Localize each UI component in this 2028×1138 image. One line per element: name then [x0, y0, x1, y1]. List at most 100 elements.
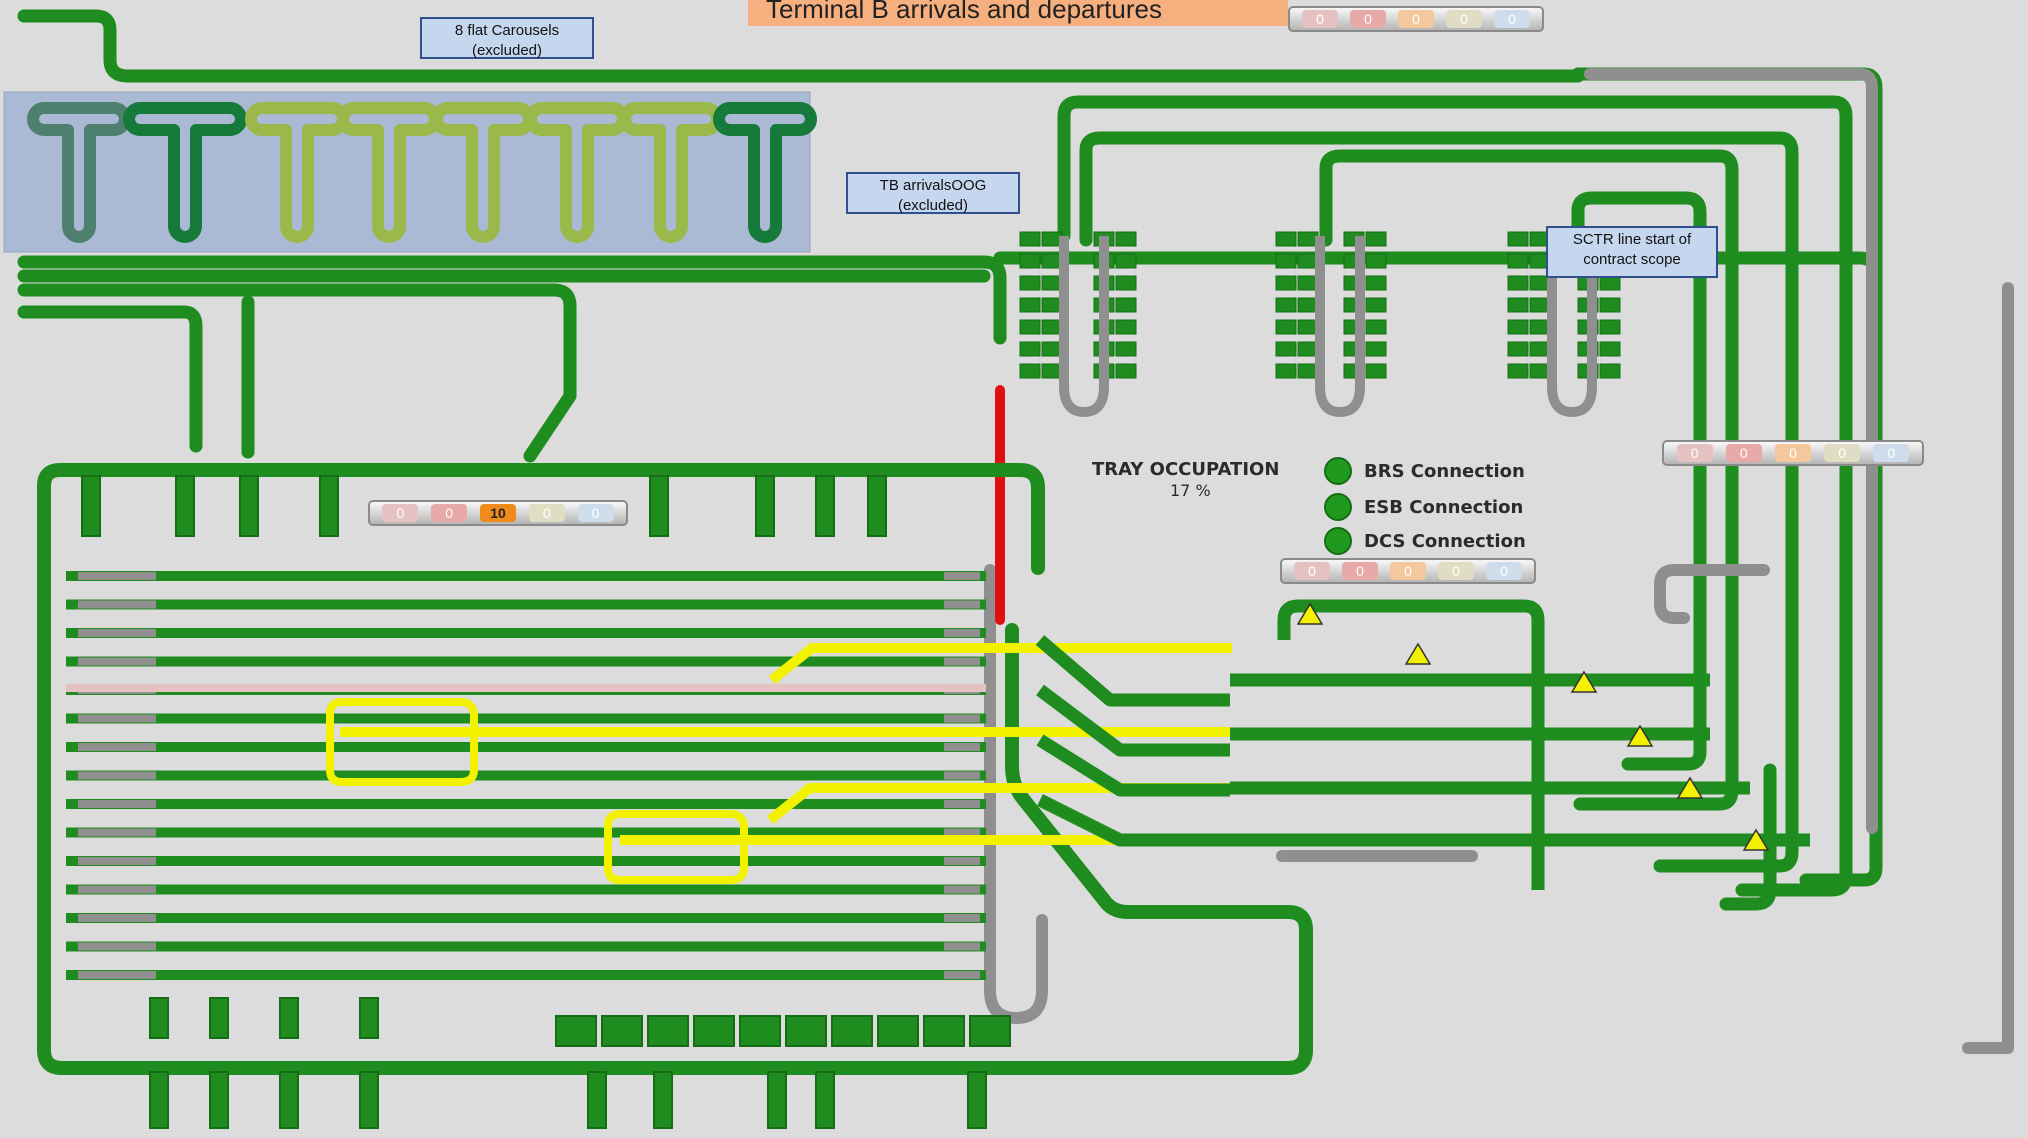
conveyor[interactable]	[1036, 734, 1230, 797]
conveyor[interactable]	[1319, 149, 1739, 811]
conveyor[interactable]	[1057, 95, 1853, 897]
loop-conveyor[interactable]	[604, 810, 748, 884]
conveyor[interactable]	[1079, 131, 1799, 873]
buffer-bay[interactable]	[923, 1015, 965, 1047]
chute[interactable]	[149, 1071, 169, 1129]
makeup-position[interactable]	[1507, 275, 1529, 291]
sorter-lane[interactable]	[66, 884, 986, 895]
sorter-lane[interactable]	[66, 799, 986, 809]
chute[interactable]	[815, 1071, 835, 1129]
conveyor[interactable]	[1571, 191, 1707, 771]
makeup-position[interactable]	[1507, 341, 1529, 357]
loop-conveyor[interactable]	[326, 698, 478, 786]
buffer-bay[interactable]	[601, 1015, 643, 1047]
makeup-position[interactable]	[1599, 319, 1621, 335]
makeup-position[interactable]	[1115, 341, 1137, 357]
makeup-position[interactable]	[1115, 253, 1137, 269]
conveyor[interactable]	[1962, 282, 2014, 1054]
chute[interactable]	[359, 1071, 379, 1129]
sorter-lane[interactable]	[66, 970, 986, 980]
buffer-bay[interactable]	[739, 1015, 781, 1047]
active-conveyor[interactable]	[768, 643, 1232, 684]
carousel[interactable]	[713, 102, 817, 243]
buffer-bay[interactable]	[647, 1015, 689, 1047]
makeup-position[interactable]	[1275, 319, 1297, 335]
chute[interactable]	[149, 997, 169, 1039]
makeup-position[interactable]	[1365, 319, 1387, 335]
chute[interactable]	[587, 1071, 607, 1129]
chute[interactable]	[209, 997, 229, 1039]
makeup-position[interactable]	[1019, 231, 1041, 247]
chute[interactable]	[867, 475, 887, 537]
chute[interactable]	[209, 1071, 229, 1129]
makeup-position[interactable]	[1507, 297, 1529, 313]
sorter-lane[interactable]	[66, 770, 986, 781]
makeup-position[interactable]	[1275, 363, 1297, 379]
makeup-position[interactable]	[1599, 341, 1621, 357]
makeup-position[interactable]	[1365, 341, 1387, 357]
makeup-position[interactable]	[1365, 231, 1387, 247]
conveyor[interactable]	[1584, 68, 1878, 834]
makeup-position[interactable]	[1507, 363, 1529, 379]
conveyor[interactable]	[17, 9, 1585, 83]
chute[interactable]	[319, 475, 339, 537]
makeup-position[interactable]	[1019, 275, 1041, 291]
makeup-loop[interactable]	[1315, 236, 1365, 418]
warning-icon[interactable]	[1404, 642, 1432, 665]
buffer-bay[interactable]	[555, 1015, 597, 1047]
makeup-position[interactable]	[1275, 253, 1297, 269]
makeup-position[interactable]	[1115, 297, 1137, 313]
chute[interactable]	[279, 1071, 299, 1129]
makeup-position[interactable]	[1365, 297, 1387, 313]
buffer-bay[interactable]	[785, 1015, 827, 1047]
buffer-bay[interactable]	[877, 1015, 919, 1047]
buffer-bay[interactable]	[969, 1015, 1011, 1047]
buffer-bay[interactable]	[831, 1015, 873, 1047]
makeup-position[interactable]	[1275, 231, 1297, 247]
makeup-position[interactable]	[1019, 319, 1041, 335]
sorter-lane[interactable]	[66, 913, 986, 923]
chute[interactable]	[815, 475, 835, 537]
buffer-bay[interactable]	[693, 1015, 735, 1047]
makeup-position[interactable]	[1275, 297, 1297, 313]
warning-icon[interactable]	[1570, 670, 1598, 693]
conveyor[interactable]	[17, 283, 577, 463]
esb-connection-status[interactable]: ESB Connection	[1324, 492, 1523, 522]
makeup-loop[interactable]	[1059, 236, 1109, 418]
chute[interactable]	[81, 475, 101, 537]
chute[interactable]	[767, 1071, 787, 1129]
sorter-loop[interactable]	[53, 463, 1045, 575]
conveyor[interactable]	[17, 255, 1007, 345]
chute[interactable]	[239, 475, 259, 537]
chute[interactable]	[359, 997, 379, 1039]
chute[interactable]	[279, 997, 299, 1039]
makeup-loop[interactable]	[1547, 236, 1597, 418]
makeup-position[interactable]	[1507, 231, 1529, 247]
makeup-position[interactable]	[1275, 341, 1297, 357]
warning-icon[interactable]	[1296, 602, 1324, 625]
makeup-position[interactable]	[1365, 253, 1387, 269]
sorter-lane[interactable]	[66, 742, 986, 752]
makeup-position[interactable]	[1365, 275, 1387, 291]
conveyor[interactable]	[1654, 564, 1770, 624]
conveyor[interactable]	[17, 305, 203, 453]
brs-connection-status[interactable]: BRS Connection	[1324, 456, 1525, 486]
sorter-lane[interactable]	[66, 599, 986, 610]
sorter-lane[interactable]	[66, 713, 986, 724]
makeup-position[interactable]	[1115, 363, 1137, 379]
conveyor[interactable]	[1277, 599, 1545, 890]
carousel[interactable]	[123, 102, 247, 243]
chute[interactable]	[653, 1071, 673, 1129]
conveyor[interactable]	[1035, 635, 1230, 707]
sorter-lane[interactable]	[66, 941, 986, 952]
makeup-position[interactable]	[1599, 297, 1621, 313]
dcs-connection-status[interactable]: DCS Connection	[1324, 526, 1526, 556]
sorter-lane[interactable]	[66, 656, 986, 667]
conveyor[interactable]	[1719, 763, 1777, 911]
warning-icon[interactable]	[1626, 724, 1654, 747]
makeup-position[interactable]	[1019, 341, 1041, 357]
warning-icon[interactable]	[1742, 828, 1770, 851]
chute[interactable]	[175, 475, 195, 537]
chute[interactable]	[649, 475, 669, 537]
warning-icon[interactable]	[1676, 776, 1704, 799]
